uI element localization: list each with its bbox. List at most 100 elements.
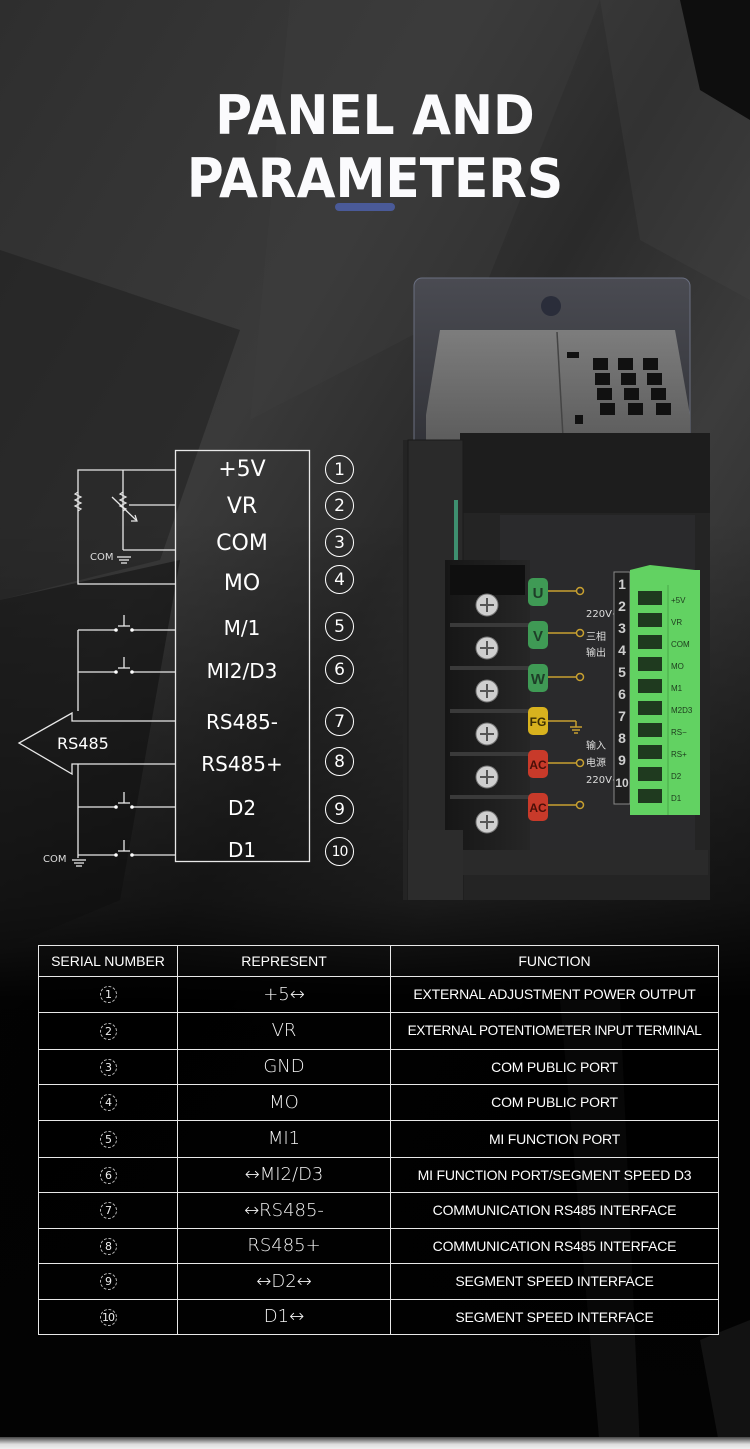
function-cell: COMMUNICATION RS485 INTERFACE: [390, 1227, 719, 1264]
svg-text:FG: FG: [530, 715, 547, 729]
serial-number-badge: 4: [99, 1094, 117, 1112]
svg-text:COM: COM: [671, 640, 690, 649]
svg-text:输出: 输出: [586, 646, 606, 659]
svg-text:2: 2: [618, 598, 626, 614]
svg-text:三相: 三相: [586, 630, 606, 643]
terminal-number-badge: 3: [325, 528, 354, 557]
ground-icon: [72, 859, 86, 867]
terminal-number-badge: 1: [325, 455, 354, 484]
svg-text:8: 8: [618, 730, 626, 746]
svg-text:10: 10: [615, 776, 629, 790]
svg-text:AC: AC: [529, 758, 547, 772]
serial-number-badge: 8: [99, 1237, 117, 1255]
function-cell: EXTERNAL POTENTIOMETER INPUT TERMINAL: [390, 1011, 719, 1050]
function-cell: EXTERNAL ADJUSTMENT POWER OUTPUT: [390, 976, 719, 1013]
svg-text:W: W: [531, 671, 546, 688]
svg-text:4: 4: [618, 642, 626, 658]
table-row: 7 ↔RS485- COMMUNICATION RS485 INTERFACE: [38, 1192, 719, 1229]
arrow-left-icon: [17, 711, 175, 776]
svg-text:D1: D1: [671, 794, 682, 803]
function-cell: COM PUBLIC PORT: [390, 1048, 719, 1085]
table-row: 6 ↔MI2/D3 MI FUNCTION PORT/SEGMENT SPEED…: [38, 1156, 719, 1193]
com-label-bottom: COM: [43, 854, 67, 865]
ground-icon: [117, 556, 131, 564]
represent-cell: +5↔: [177, 976, 391, 1013]
page-title: PANEL AND PARAMETERS: [186, 84, 564, 210]
serial-number-badge: 7: [99, 1202, 117, 1220]
svg-text:7: 7: [618, 708, 626, 724]
terminal-label: +5V: [218, 457, 266, 482]
svg-text:MO: MO: [671, 662, 684, 671]
table-row: 2 VR EXTERNAL POTENTIOMETER INPUT TERMIN…: [38, 1011, 719, 1050]
function-cell: MI FUNCTION PORT/SEGMENT SPEED D3: [390, 1156, 719, 1193]
function-cell: SEGMENT SPEED INTERFACE: [390, 1298, 719, 1335]
represent-cell: ↔MI2/D3: [177, 1156, 391, 1193]
table-header-row: SERIAL NUMBER REPRESENT FUNCTION: [38, 945, 719, 977]
terminal-label: M/1: [223, 616, 261, 640]
device-photo: U V W FG AC AC 220V~ 三相 输出 输入 电源 220V~: [400, 275, 720, 905]
wiring-diagram: COM COM RS485 +5V VR COM MO M/1 MI2/D3 R…: [0, 440, 370, 880]
terminal-number-badge: 6: [325, 655, 354, 684]
bottom-edge-highlight: [0, 1437, 750, 1449]
terminal-number-badge: 9: [325, 795, 354, 824]
svg-text:M2D3: M2D3: [671, 706, 693, 715]
terminal-label: VR: [226, 494, 258, 519]
svg-text:RS−: RS−: [671, 728, 687, 737]
push-switch-icon: [78, 615, 175, 631]
svg-text:1: 1: [618, 576, 626, 592]
function-cell: SEGMENT SPEED INTERFACE: [390, 1263, 719, 1300]
represent-cell: VR: [177, 1011, 391, 1050]
table-row: 1 +5↔ EXTERNAL ADJUSTMENT POWER OUTPUT: [38, 976, 719, 1013]
terminal-number-badge: 2: [325, 491, 354, 520]
terminal-number-badge: 10: [325, 837, 354, 866]
svg-text:220V~: 220V~: [586, 775, 620, 786]
represent-cell: MO: [177, 1084, 391, 1121]
table-row: 4 MO COM PUBLIC PORT: [38, 1084, 719, 1121]
terminal-label: RS485+: [201, 752, 283, 776]
terminal-label: D1: [227, 838, 257, 862]
potentiometer-icon: [111, 491, 138, 522]
svg-text:输入: 输入: [586, 739, 606, 752]
column-header-function: FUNCTION: [390, 945, 719, 977]
push-switch-icon: [78, 792, 175, 808]
svg-text:5: 5: [618, 664, 626, 680]
rs485-arrow-label: RS485: [57, 734, 109, 753]
serial-number-badge: 6: [99, 1166, 117, 1184]
serial-number-badge: 10: [99, 1308, 117, 1326]
com-label-top: COM: [90, 552, 114, 563]
svg-text:RS+: RS+: [671, 750, 687, 759]
svg-text:+5V: +5V: [671, 596, 686, 605]
represent-cell: RS485+: [177, 1227, 391, 1264]
table-row: 5 MI1 MI FUNCTION PORT: [38, 1119, 719, 1158]
table-row: 10 D1↔ SEGMENT SPEED INTERFACE: [38, 1298, 719, 1335]
title-accent-bar: [335, 203, 395, 211]
represent-cell: GND: [177, 1048, 391, 1085]
column-header-represent: REPRESENT: [177, 945, 391, 977]
svg-text:6: 6: [618, 686, 626, 702]
column-header-serial-number: SERIAL NUMBER: [38, 945, 178, 977]
resistor-icon: [73, 491, 83, 512]
function-cell: MI FUNCTION PORT: [390, 1119, 719, 1158]
function-cell: COM PUBLIC PORT: [390, 1084, 719, 1121]
terminal-label: MI2/D3: [206, 659, 278, 683]
serial-number-badge: 2: [99, 1022, 117, 1040]
table-row: 9 ↔D2↔ SEGMENT SPEED INTERFACE: [38, 1263, 719, 1300]
serial-number-badge: 1: [99, 986, 117, 1004]
terminal-label: D2: [227, 796, 257, 820]
terminal-label: RS485-: [206, 710, 278, 734]
svg-text:3: 3: [618, 620, 626, 636]
terminal-label: MO: [223, 571, 261, 596]
terminal-number-badge: 4: [325, 565, 354, 594]
function-cell: COMMUNICATION RS485 INTERFACE: [390, 1192, 719, 1229]
svg-text:M1: M1: [671, 684, 683, 693]
parameter-table: SERIAL NUMBER REPRESENT FUNCTION 1 +5↔ E…: [38, 945, 719, 1335]
terminal-number-badge: 8: [325, 747, 354, 776]
serial-number-badge: 3: [99, 1058, 117, 1076]
terminal-label: COM: [216, 531, 268, 556]
represent-cell: D1↔: [177, 1298, 391, 1335]
terminal-number-badge: 7: [325, 707, 354, 736]
svg-text:AC: AC: [529, 801, 547, 815]
serial-number-badge: 9: [99, 1273, 117, 1291]
serial-number-badge: 5: [99, 1130, 117, 1148]
svg-text:9: 9: [618, 752, 626, 768]
